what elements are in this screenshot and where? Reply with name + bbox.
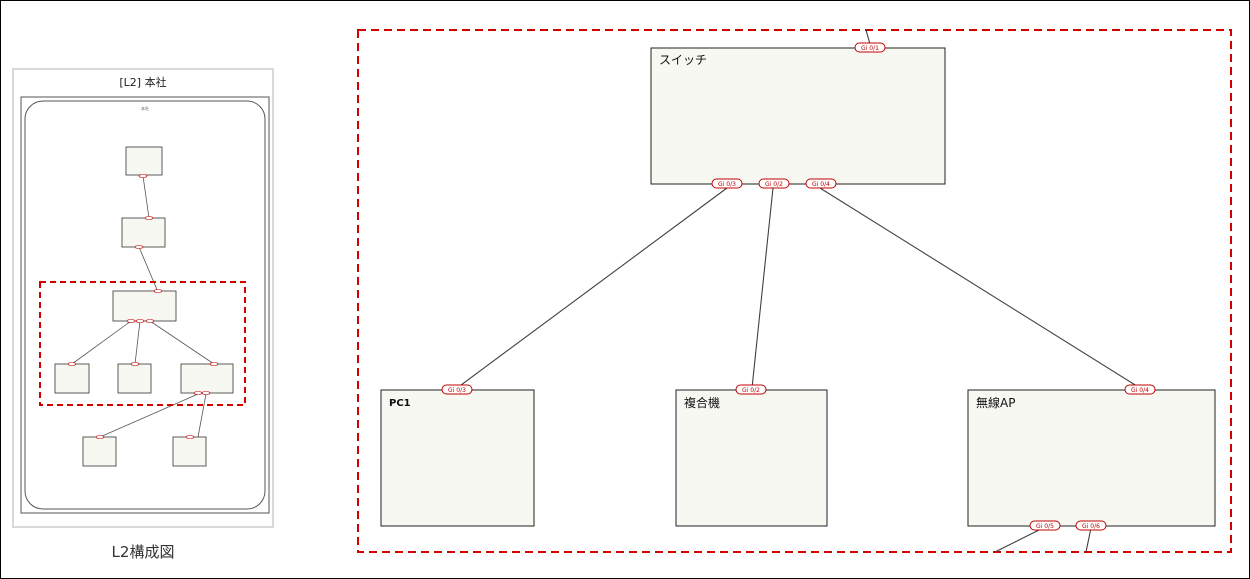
- svg-text:Gi 0/1: Gi 0/1: [861, 45, 879, 52]
- edge-switch-pc1: [456, 187, 728, 389]
- port-ap-a[interactable]: Gi 0/5: [1029, 520, 1061, 531]
- svg-text:Gi 0/3: Gi 0/3: [718, 181, 736, 188]
- edge-switch-mfp: [751, 187, 774, 389]
- diagram-edges: [456, 29, 1141, 553]
- ports: Gi 0/1 Gi 0/3 Gi 0/2 Gi 0/4 Gi 0/3 Gi 0/…: [441, 42, 1156, 531]
- node-mfp-label: 複合機: [684, 395, 720, 410]
- overview-diagram: 本社: [20, 96, 270, 514]
- node-switch-label: スイッチ: [659, 53, 707, 67]
- port-switch-up[interactable]: Gi 0/1: [854, 42, 886, 53]
- port-switch-a[interactable]: Gi 0/3: [711, 178, 743, 189]
- overview-ports: [67, 174, 219, 439]
- overview-viewport-highlight[interactable]: [39, 281, 246, 406]
- svg-text:Gi 0/4: Gi 0/4: [812, 181, 830, 188]
- selection-region[interactable]: [357, 29, 1232, 553]
- overview-caption: L2構成図: [111, 543, 175, 561]
- edge-switch-uplink: [865, 29, 871, 45]
- node-ap-label: 無線AP: [976, 395, 1015, 410]
- svg-text:Gi 0/2: Gi 0/2: [765, 181, 783, 188]
- node-switch[interactable]: スイッチ: [650, 47, 946, 185]
- overview-title: [L2] 本社: [119, 76, 167, 89]
- port-switch-b[interactable]: Gi 0/2: [758, 178, 790, 189]
- port-ap-b[interactable]: Gi 0/6: [1075, 520, 1107, 531]
- svg-text:Gi 0/2: Gi 0/2: [742, 387, 760, 394]
- svg-text:Gi 0/3: Gi 0/3: [448, 387, 466, 394]
- node-pc1-label: PC1: [389, 398, 411, 409]
- port-ap-up[interactable]: Gi 0/4: [1124, 384, 1156, 395]
- edge-ap-down-1: [994, 527, 1044, 553]
- port-pc1[interactable]: Gi 0/3: [441, 384, 473, 395]
- edge-switch-ap: [819, 187, 1141, 389]
- overview-inner-label: 本社: [141, 105, 149, 111]
- node-mfp[interactable]: 複合機: [675, 389, 828, 527]
- svg-text:Gi 0/6: Gi 0/6: [1082, 523, 1100, 530]
- edge-ap-down-2: [1085, 527, 1092, 553]
- svg-text:Gi 0/4: Gi 0/4: [1131, 387, 1149, 394]
- node-pc1[interactable]: PC1: [380, 389, 535, 527]
- svg-text:Gi 0/5: Gi 0/5: [1036, 523, 1054, 530]
- node-ap[interactable]: 無線AP: [967, 389, 1216, 527]
- port-switch-c[interactable]: Gi 0/4: [805, 178, 837, 189]
- overview-edges: [71, 175, 215, 438]
- overview-panel[interactable]: [L2] 本社 本社: [12, 68, 274, 528]
- port-mfp[interactable]: Gi 0/2: [735, 384, 767, 395]
- overview-nodes: [54, 146, 234, 467]
